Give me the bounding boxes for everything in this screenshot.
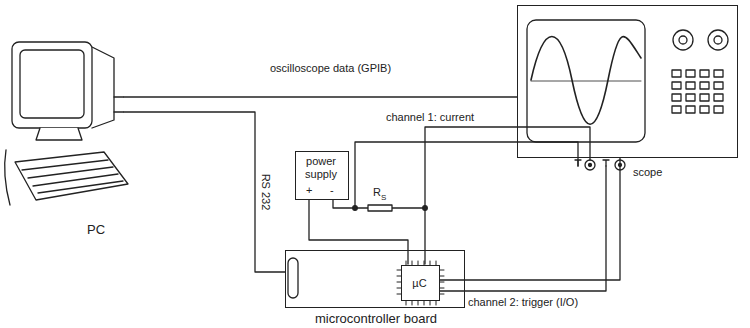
key: [714, 94, 723, 101]
node-text: +: [306, 184, 312, 197]
resistor-symbol: [368, 205, 392, 211]
signal-name: channel 1: current: [386, 111, 474, 124]
junction-dot: [423, 206, 428, 211]
cable: [123, 96, 517, 97]
wire: [309, 127, 606, 291]
key: [714, 70, 723, 77]
cable-label: oscilloscope data (GPIB): [270, 62, 370, 75]
microcontroller-chip: µC: [401, 265, 440, 301]
node-text: -: [330, 184, 334, 197]
pc: PC: [5, 35, 123, 245]
node-text: power supply: [296, 155, 346, 180]
microcontroller-board: microcontroller boardµC: [285, 250, 465, 308]
oscilloscope: scope: [517, 5, 738, 158]
key: [672, 106, 681, 113]
resistor-subscript: S: [381, 193, 386, 202]
key: [700, 70, 709, 77]
pc-illustration: [5, 42, 128, 205]
key: [686, 82, 695, 89]
node-text: µC: [402, 277, 437, 290]
key: [672, 94, 681, 101]
cable-label: RS 232: [260, 174, 273, 211]
oscilloscope-illustration: [527, 20, 728, 142]
serial-connector: [288, 258, 298, 298]
cable: [440, 158, 620, 280]
bnc-connector: [575, 160, 625, 170]
key: [672, 82, 681, 89]
key: [686, 70, 695, 77]
resistor-name: R: [373, 186, 381, 199]
key: [686, 94, 695, 101]
power-supply-box: power supply + -: [295, 151, 349, 200]
key: [714, 106, 723, 113]
key: [672, 70, 681, 77]
node-text: scope: [633, 166, 662, 179]
key: [714, 82, 723, 89]
key: [700, 94, 709, 101]
key: [700, 106, 709, 113]
key: [686, 106, 695, 113]
node-text: microcontroller board: [286, 312, 466, 327]
node-text: PC: [87, 223, 105, 238]
cable-label: channel 2: trigger (I/O): [468, 296, 578, 309]
chip-pins: [397, 261, 444, 305]
cable: [123, 112, 285, 272]
key: [700, 82, 709, 89]
junction-dot: [353, 206, 358, 211]
